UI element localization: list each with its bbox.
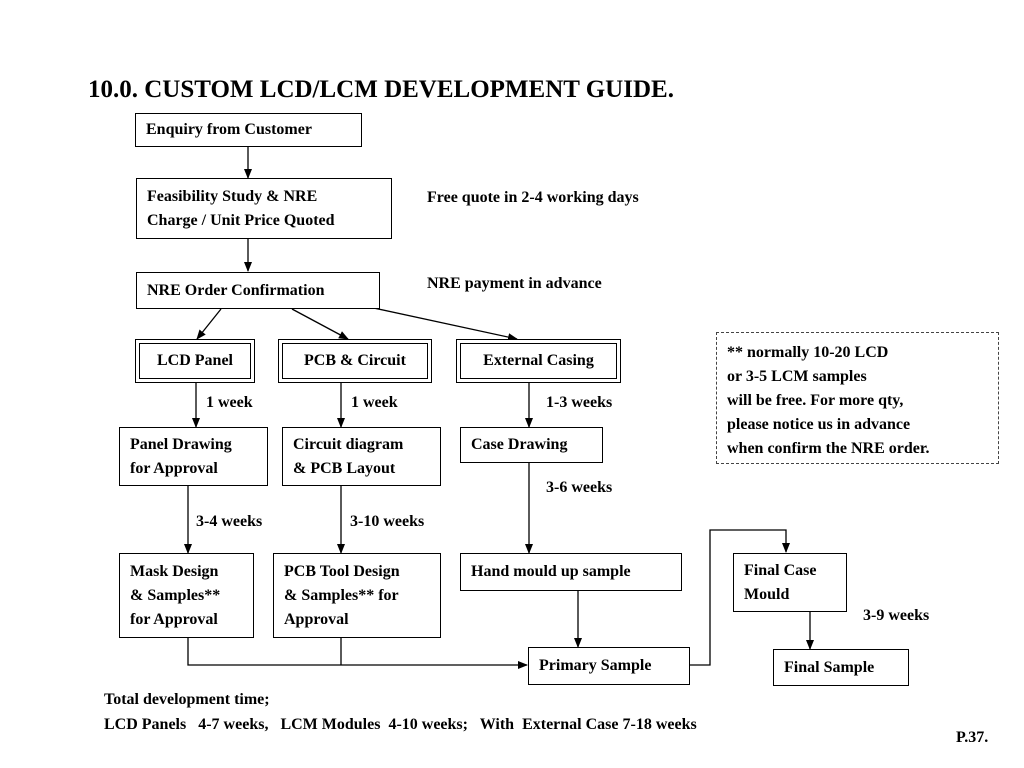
final-sample-label: Final Sample <box>784 659 875 676</box>
pcb-tool-line-3: Approval <box>284 611 349 628</box>
nre-payment-label: NRE payment in advance <box>427 275 602 292</box>
arrow-nre-pcb <box>291 308 349 340</box>
feasibility-line-2: Charge / Unit Price Quoted <box>147 212 335 229</box>
mask-design-line-2: & Samples** <box>130 587 221 604</box>
pcb-duration-label: 1 week <box>351 394 398 411</box>
pcb-circuit-label: PCB & Circuit <box>282 343 428 379</box>
total-time-summary: LCD Panels 4-7 weeks, LCM Modules 4-10 w… <box>104 716 697 733</box>
case-duration-label: 3-6 weeks <box>546 479 613 496</box>
final-sample-box: Final Sample <box>773 649 909 686</box>
circuit-diagram-box: Circuit diagram & PCB Layout <box>282 427 441 486</box>
arrow-nre-casing <box>368 306 518 342</box>
primary-sample-box: Primary Sample <box>528 647 690 685</box>
lcd-duration-label: 1 week <box>206 394 253 411</box>
hand-mould-label: Hand mould up sample <box>471 563 631 580</box>
page-number: P.37. <box>956 729 989 746</box>
free-samples-note: ** normally 10-20 LCD or 3-5 LCM samples… <box>716 332 999 464</box>
nre-order-box: NRE Order Confirmation <box>136 272 380 309</box>
total-time-heading: Total development time; <box>104 691 270 708</box>
panel-drawing-line-2: for Approval <box>130 460 218 477</box>
panel-duration-label: 3-4 weeks <box>196 513 263 530</box>
lcd-panel-label: LCD Panel <box>139 343 251 379</box>
panel-drawing-line-1: Panel Drawing <box>130 436 232 453</box>
casing-duration-label: 1-3 weeks <box>546 394 613 411</box>
pcb-tool-line-1: PCB Tool Design <box>284 563 400 580</box>
connector-primary-final-case <box>690 529 790 666</box>
enquiry-label: Enquiry from Customer <box>146 121 312 138</box>
pcb-tool-box: PCB Tool Design & Samples** for Approval <box>273 553 441 638</box>
connector-mask-pcb-primary <box>187 638 528 669</box>
panel-drawing-box: Panel Drawing for Approval <box>119 427 268 486</box>
note-line-3: will be free. For more qty, <box>727 392 904 409</box>
nre-order-label: NRE Order Confirmation <box>147 282 325 299</box>
case-drawing-box: Case Drawing <box>460 427 603 463</box>
external-casing-label: External Casing <box>460 343 617 379</box>
page-title: 10.0. CUSTOM LCD/LCM DEVELOPMENT GUIDE. <box>88 76 674 103</box>
note-line-5: when confirm the NRE order. <box>727 440 930 457</box>
external-casing-box: External Casing <box>456 339 621 383</box>
mask-design-box: Mask Design & Samples** for Approval <box>119 553 254 638</box>
note-line-1: ** normally 10-20 LCD <box>727 344 889 361</box>
pcb-circuit-box: PCB & Circuit <box>278 339 432 383</box>
arrow-nre-lcd <box>196 308 222 340</box>
circuit-diagram-line-2: & PCB Layout <box>293 460 396 477</box>
mask-design-line-3: for Approval <box>130 611 218 628</box>
note-line-4: please notice us in advance <box>727 416 911 433</box>
lcd-panel-box: LCD Panel <box>135 339 255 383</box>
primary-sample-label: Primary Sample <box>539 657 652 674</box>
free-quote-label: Free quote in 2-4 working days <box>427 189 639 206</box>
final-case-line-1: Final Case <box>744 562 817 579</box>
case-drawing-label: Case Drawing <box>471 436 568 453</box>
mask-design-line-1: Mask Design <box>130 563 219 580</box>
feasibility-line-1: Feasibility Study & NRE <box>147 188 318 205</box>
final-case-mould-box: Final Case Mould <box>733 553 847 612</box>
pcb-tool-line-2: & Samples** for <box>284 587 399 604</box>
enquiry-box: Enquiry from Customer <box>135 113 362 147</box>
hand-mould-box: Hand mould up sample <box>460 553 682 591</box>
circuit-duration-label: 3-10 weeks <box>350 513 425 530</box>
final-duration-label: 3-9 weeks <box>863 607 930 624</box>
feasibility-box: Feasibility Study & NRE Charge / Unit Pr… <box>136 178 392 239</box>
note-line-2: or 3-5 LCM samples <box>727 368 867 385</box>
circuit-diagram-line-1: Circuit diagram <box>293 436 404 453</box>
final-case-line-2: Mould <box>744 586 790 603</box>
